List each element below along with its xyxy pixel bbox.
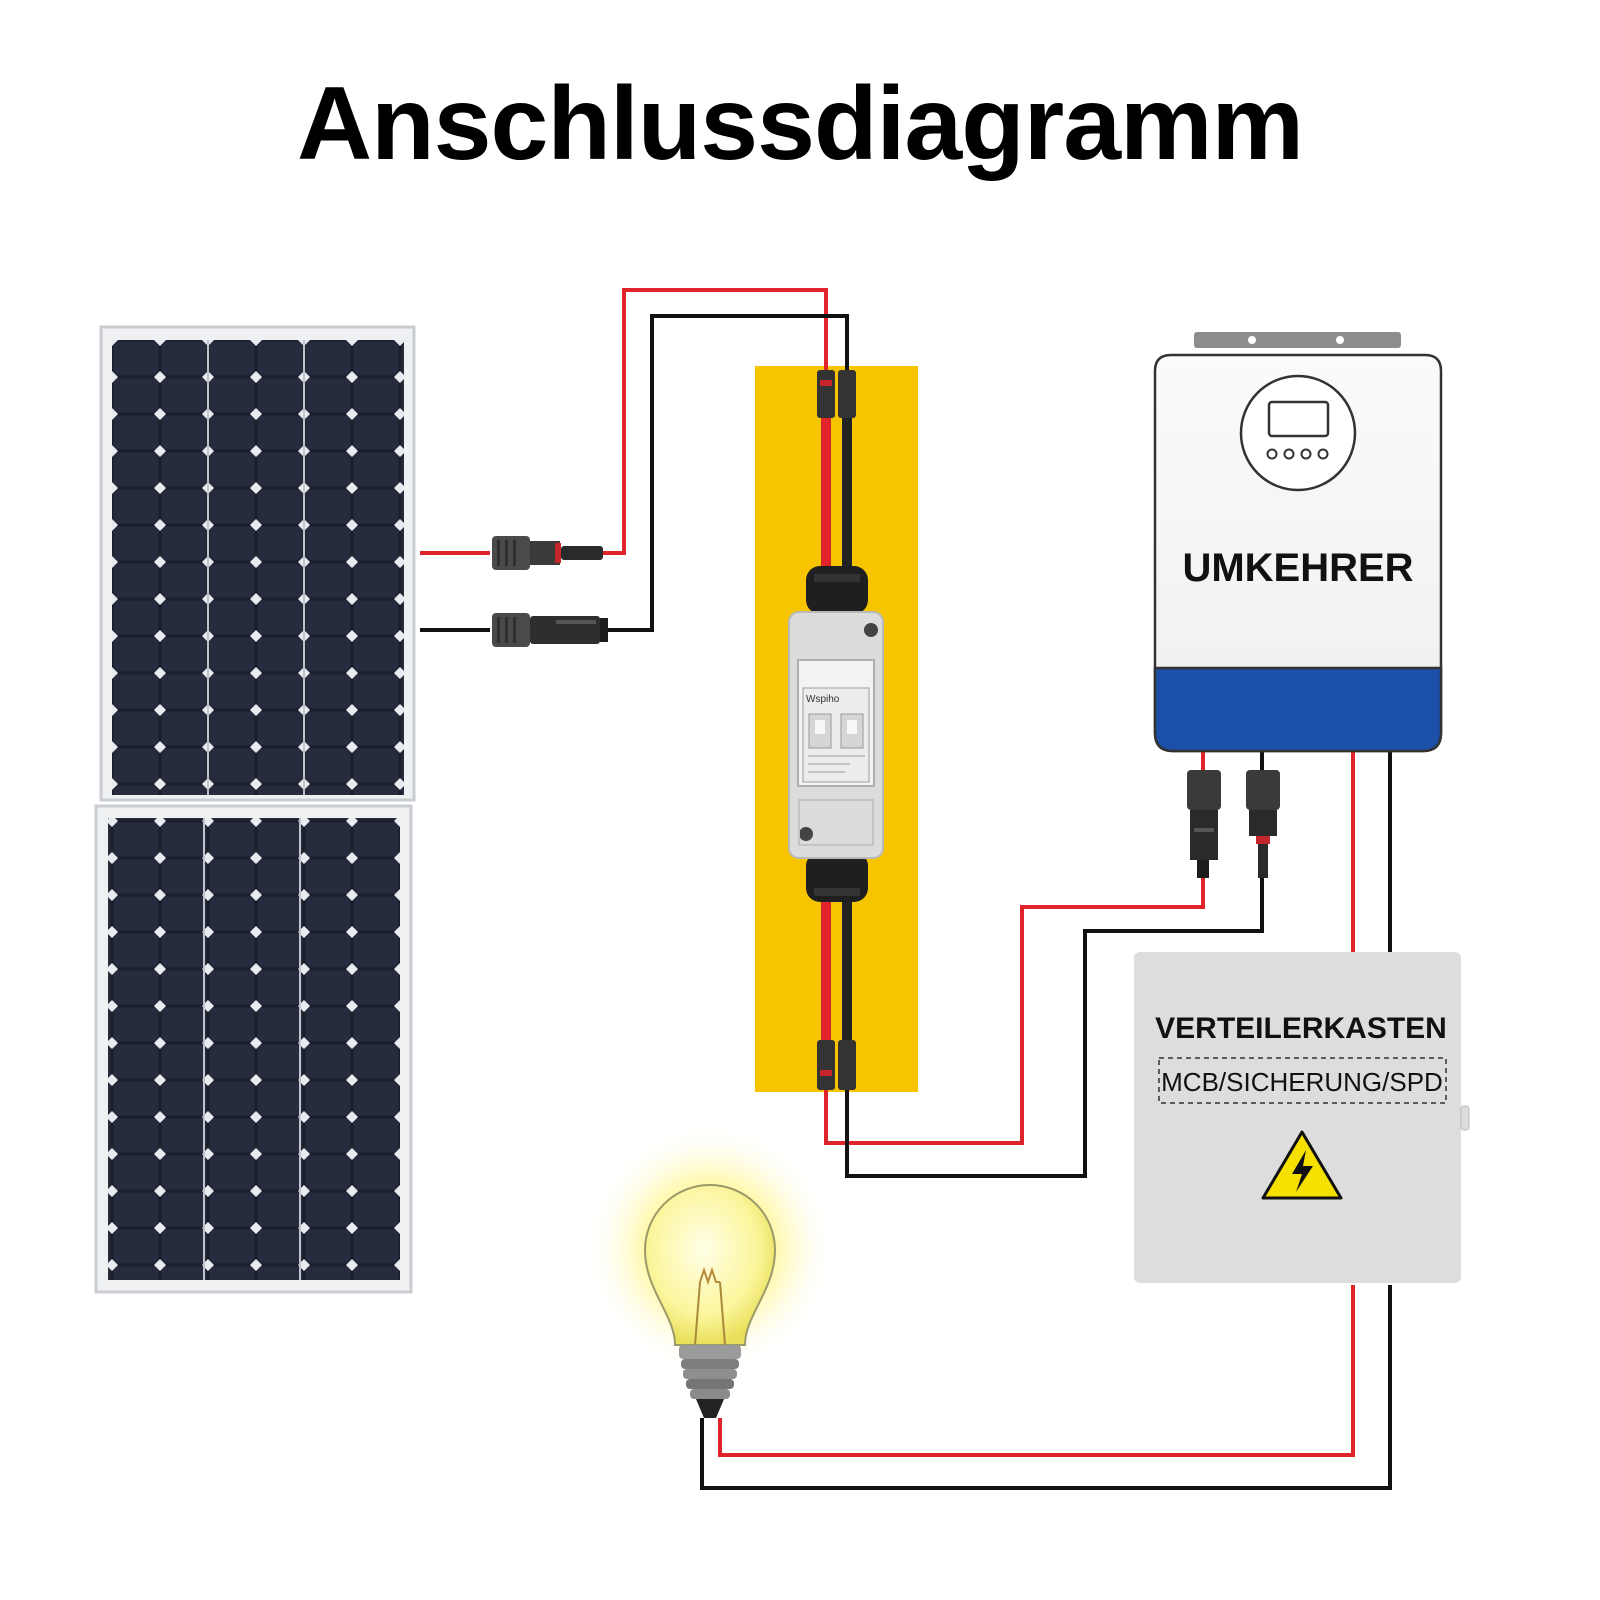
solar-panel-icon <box>94 325 416 1294</box>
page-title: Anschlussdiagramm <box>297 66 1304 182</box>
solar-panel-bottom <box>94 804 413 1294</box>
mc4-connector-positive <box>492 536 603 570</box>
distribution-box-label: VERTEILERKASTEN <box>1155 1012 1447 1045</box>
distribution-box: VERTEILERKASTEN MCB/SICHERUNG/SPD <box>1134 952 1470 1283</box>
light-bulb-icon <box>585 1123 835 1418</box>
positive-wire-box-to-bulb <box>718 1285 1355 1457</box>
mc4-connector-negative <box>492 613 608 647</box>
wiring <box>420 288 1392 1490</box>
inverter-label: UMKEHRER <box>1182 546 1413 590</box>
warning-triangle-icon <box>1261 1130 1343 1200</box>
negative-wire-box-to-bulb <box>700 1285 1392 1490</box>
positive-wire-breaker-to-inverter <box>824 877 1205 1145</box>
dc-breaker-icon: Wspiho <box>788 370 884 1090</box>
negative-wire-breaker-to-inverter <box>845 877 1264 1178</box>
mc4-connector-icon <box>492 536 608 647</box>
solar-panel-top <box>99 325 416 802</box>
negative-wire-panel-to-breaker <box>605 314 849 632</box>
breaker-brand: Wspiho <box>806 694 840 705</box>
distribution-box-sublabel: MCB/SICHERUNG/SPD <box>1161 1067 1443 1097</box>
inverter-icon: UMKEHRER <box>1153 332 1443 753</box>
inverter-mc4-connectors <box>1187 770 1280 878</box>
